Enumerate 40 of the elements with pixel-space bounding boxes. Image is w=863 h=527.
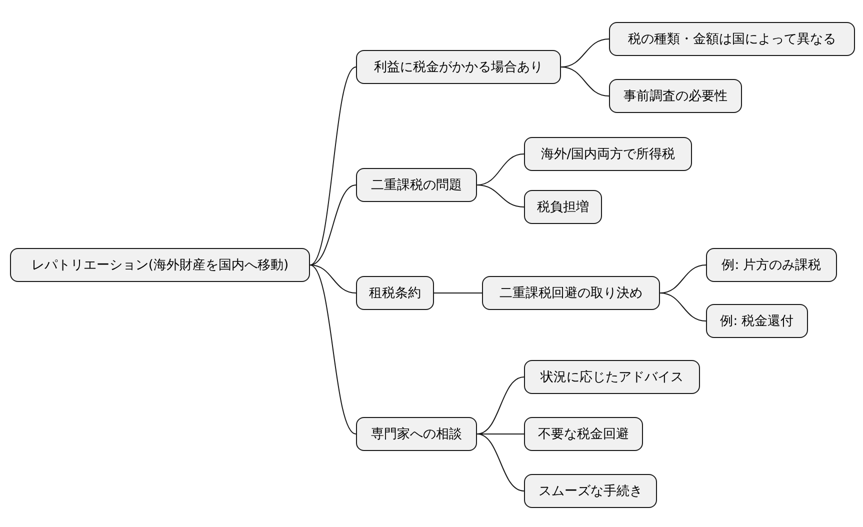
topic-box (356, 50, 561, 84)
connector-line (560, 66, 610, 96)
topic-text: 不要な税金回避 (538, 426, 629, 443)
connector-line (310, 184, 356, 266)
topic-box (524, 360, 700, 394)
topic-box (524, 417, 643, 451)
connector-line (476, 376, 524, 434)
topic-box (609, 79, 742, 113)
topic-box (524, 137, 692, 171)
topic-text: 二重課税の問題 (371, 177, 462, 194)
topic-text: 税の種類・金額は国によって異なる (628, 31, 836, 48)
topic-box (482, 276, 660, 310)
topic-text: 利益に税金がかかる場合あり (374, 59, 543, 76)
connector-line (310, 66, 356, 266)
topic-text: 例: 片方のみ課税 (722, 257, 822, 274)
topic-box (10, 248, 310, 282)
topic-box (356, 276, 434, 310)
topic-box (356, 168, 477, 202)
connector-line (434, 292, 482, 294)
connector-line (310, 264, 356, 434)
connector-line (476, 184, 524, 208)
topic-text: 租税条約 (369, 285, 421, 302)
topic-box (356, 417, 477, 451)
topic-text: 海外/国内両方で所得税 (540, 146, 676, 163)
topic-text: 税負担増 (537, 198, 589, 216)
connector-line (476, 434, 524, 492)
topic-box (609, 22, 855, 56)
connector-line (660, 292, 706, 322)
topic-text: レパトリエーション(海外財産を国内へ移動) (31, 257, 289, 274)
topic-box (524, 474, 657, 508)
topic-box (524, 190, 602, 224)
topic-box (706, 248, 837, 282)
topic-text: 状況に応じたアドバイス (540, 369, 684, 386)
connector-line (310, 264, 356, 294)
topic-text: 専門家への相談 (371, 426, 462, 443)
topic-text: 事前調査の必要性 (624, 88, 728, 105)
topic-text: 例: 税金還付 (720, 313, 794, 330)
topic-text: スムーズな手続き (538, 483, 642, 500)
topic-text: 二重課税回避の取り決め (500, 285, 642, 302)
topic-box (706, 304, 808, 338)
